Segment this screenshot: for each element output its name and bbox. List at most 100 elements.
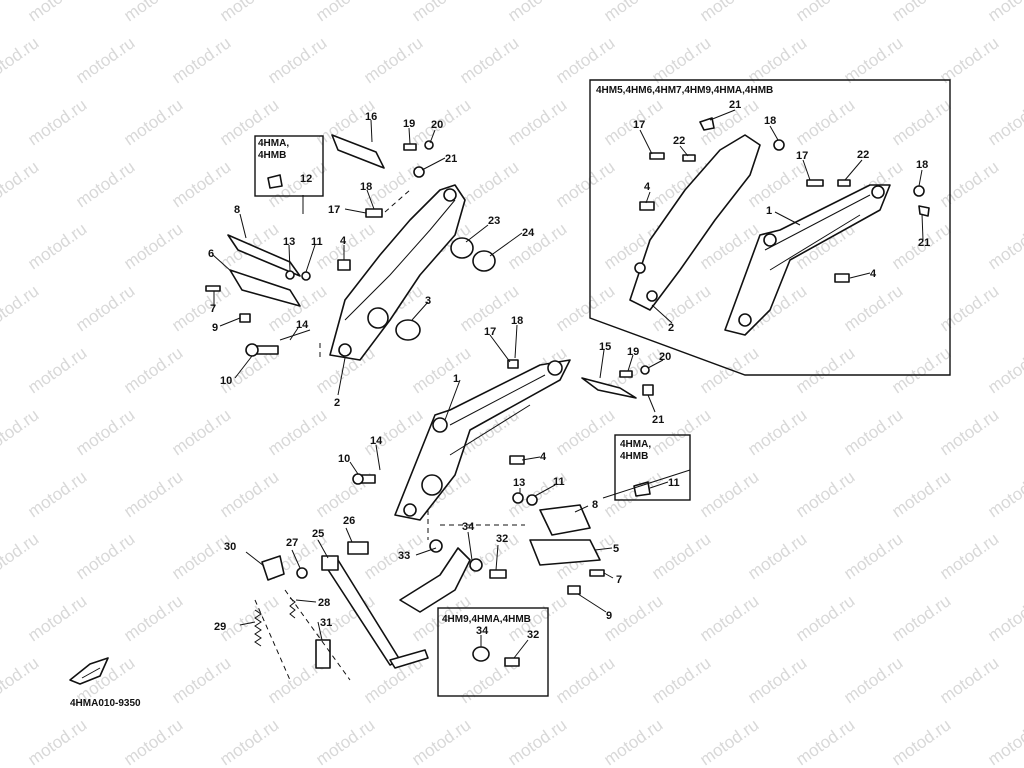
callout-2b: 2 xyxy=(668,322,674,334)
watermark-text: motod.ru xyxy=(72,281,138,335)
callout-30: 30 xyxy=(224,541,236,553)
watermark-text: motod.ru xyxy=(24,467,90,521)
watermark-text: motod.ru xyxy=(552,653,618,707)
callout-22: 22 xyxy=(673,135,685,147)
watermark-text: motod.ru xyxy=(0,529,42,583)
callout-18c: 18 xyxy=(764,115,776,127)
watermark-text: motod.ru xyxy=(984,467,1024,521)
watermark-text: motod.ru xyxy=(792,343,858,397)
watermark-text: motod.ru xyxy=(888,0,954,25)
watermark-text: motod.ru xyxy=(936,33,1002,87)
callout-17c: 17 xyxy=(633,119,645,131)
callout-31: 31 xyxy=(320,617,332,629)
watermark-text: motod.ru xyxy=(504,95,570,149)
callout-32: 32 xyxy=(496,533,508,545)
watermark-text: motod.ru xyxy=(72,405,138,459)
callout-20: 20 xyxy=(431,119,443,131)
callout-1b: 1 xyxy=(766,205,772,217)
footrest-rubber xyxy=(227,234,301,277)
watermark-text: motod.ru xyxy=(456,33,522,87)
watermark-text: motod.ru xyxy=(648,653,714,707)
inset-panel-mid-right xyxy=(614,434,691,501)
callout-24: 24 xyxy=(522,227,535,239)
callout-18b: 18 xyxy=(511,315,523,327)
watermark-text: motod.ru xyxy=(216,0,282,25)
callout-18d: 18 xyxy=(916,159,928,171)
watermark-text: motod.ru xyxy=(840,405,906,459)
watermark-text: motod.ru xyxy=(72,529,138,583)
callout-11: 11 xyxy=(311,236,323,248)
front-footrest xyxy=(539,504,591,536)
watermark-text: motod.ru xyxy=(696,467,762,521)
callout-28: 28 xyxy=(318,597,330,609)
watermark-text: motod.ru xyxy=(744,653,810,707)
callout-9: 9 xyxy=(212,322,218,334)
watermark-text: motod.ru xyxy=(648,529,714,583)
callout-2: 2 xyxy=(334,397,340,409)
watermark-text: motod.ru xyxy=(600,0,666,25)
inset-panel-top-left xyxy=(254,135,324,197)
watermark-text: motod.ru xyxy=(360,33,426,87)
watermark-text: motod.ru xyxy=(984,343,1024,397)
inset-panel-bottom xyxy=(437,607,549,697)
callout-34b: 34 xyxy=(476,625,489,637)
watermark-text: motod.ru xyxy=(120,95,186,149)
sidestand-bracket xyxy=(399,547,471,613)
watermark-text: motod.ru xyxy=(840,33,906,87)
watermark-text: motod.ru xyxy=(120,219,186,273)
watermark-text: motod.ru xyxy=(840,653,906,707)
callout-27: 27 xyxy=(286,537,298,549)
inset-label-bottom: 4HM9,4HMA,4HMB xyxy=(442,614,531,625)
watermark-text: motod.ru xyxy=(792,591,858,645)
watermark-text: motod.ru xyxy=(744,529,810,583)
damper xyxy=(472,250,496,272)
callout-22b: 22 xyxy=(857,149,869,161)
collar xyxy=(450,237,474,259)
callout-numbers: 16 19 20 21 18 17 23 24 4 3 2 8 6 13 11 … xyxy=(208,99,930,641)
watermark-text: motod.ru xyxy=(456,157,522,211)
watermark-text: motod.ru xyxy=(888,591,954,645)
watermark-text: motod.ru xyxy=(936,529,1002,583)
inset-label-mid-right: 4HMA, 4HMB xyxy=(620,439,651,462)
callout-21c: 21 xyxy=(729,99,741,111)
callout-14: 14 xyxy=(296,319,309,331)
watermark-text: motod.ru xyxy=(600,715,666,768)
watermark-text: motod.ru xyxy=(120,715,186,768)
callout-13: 13 xyxy=(283,236,295,248)
watermark-text: motod.ru xyxy=(504,715,570,768)
callout-7b: 7 xyxy=(616,574,622,586)
watermark-text: motod.ru xyxy=(984,95,1024,149)
watermark-text: motod.ru xyxy=(984,0,1024,25)
watermark-text: motod.ru xyxy=(792,715,858,768)
svg-text:4HMA,: 4HMA, xyxy=(258,138,289,149)
callout-4: 4 xyxy=(340,235,347,247)
callout-4b: 4 xyxy=(540,451,547,463)
watermark-text: motod.ru xyxy=(744,157,810,211)
callout-17d: 17 xyxy=(796,150,808,162)
watermark-text: motod.ru xyxy=(504,0,570,25)
watermark-text: motod.ru xyxy=(312,715,378,768)
watermark-text: motod.ru xyxy=(648,33,714,87)
watermark-text: motod.ru xyxy=(936,405,1002,459)
watermark-text: motod.ru xyxy=(360,529,426,583)
svg-text:4HMA,: 4HMA, xyxy=(620,439,651,450)
watermark-text: motod.ru xyxy=(792,467,858,521)
watermark-text: motod.ru xyxy=(72,157,138,211)
callout-19b: 19 xyxy=(627,346,639,358)
watermark-text: motod.ru xyxy=(264,33,330,87)
watermark-text: motod.ru xyxy=(552,33,618,87)
callout-19: 19 xyxy=(403,118,415,130)
callout-21: 21 xyxy=(445,153,457,165)
watermark-text: motod.ru xyxy=(552,405,618,459)
watermark-text: motod.ru xyxy=(984,591,1024,645)
watermark-text: motod.ru xyxy=(24,343,90,397)
watermark-text: motod.ru xyxy=(936,157,1002,211)
callout-10b: 10 xyxy=(338,453,350,465)
watermark-text: motod.ru xyxy=(504,219,570,273)
watermark-text: motod.ru xyxy=(264,405,330,459)
callout-13b: 13 xyxy=(513,477,525,489)
watermark-text: motod.ru xyxy=(984,715,1024,768)
watermark-text: motod.ru xyxy=(24,591,90,645)
svg-text:4HMB: 4HMB xyxy=(258,150,286,161)
watermark-text: motod.ru xyxy=(168,33,234,87)
